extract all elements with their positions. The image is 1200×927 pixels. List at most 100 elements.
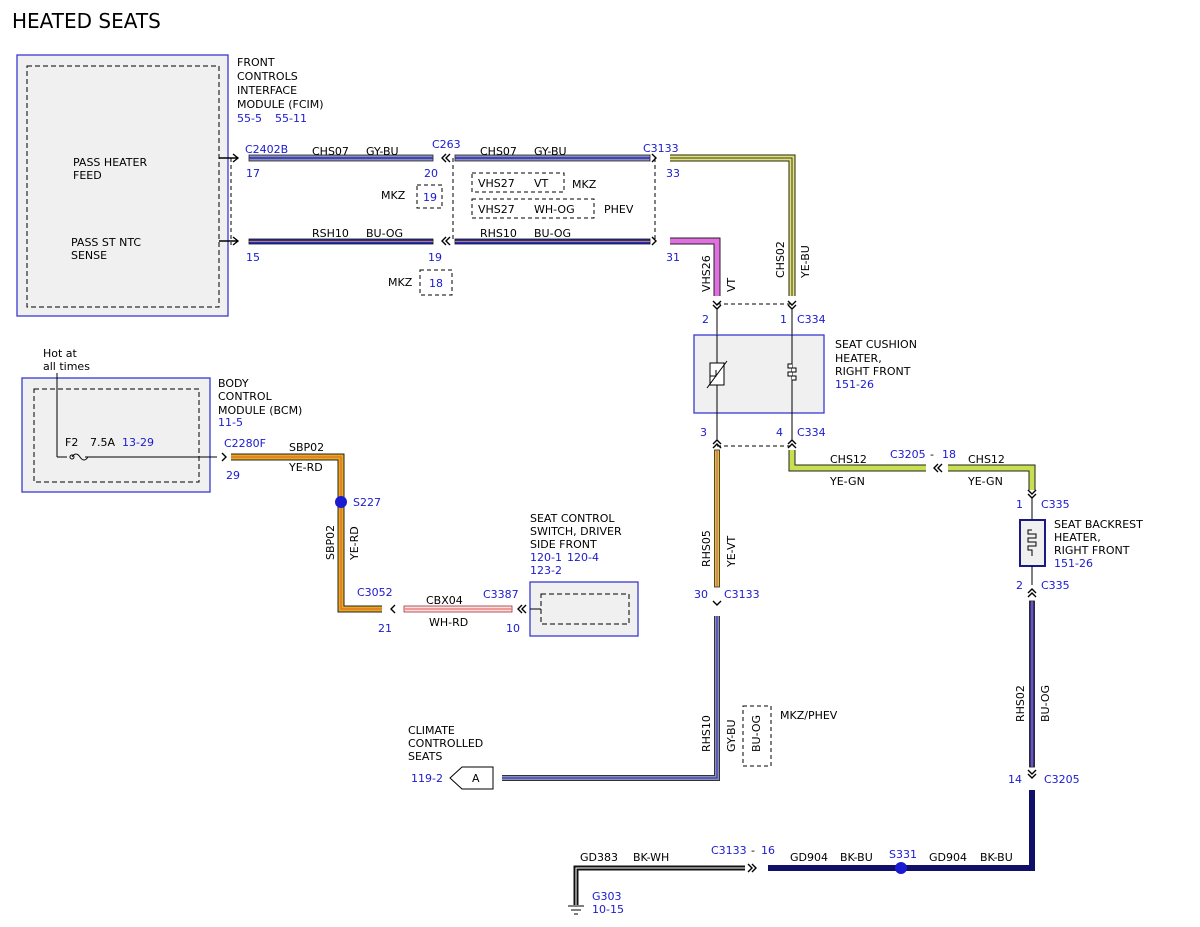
ground-g303[interactable]: G303: [592, 890, 622, 903]
pin-17: 17: [246, 167, 260, 180]
wire-gd904-b-color: BK-BU: [980, 851, 1013, 864]
wire-gd904-a-color: BK-BU: [840, 851, 873, 864]
connector-c3133-top[interactable]: C3133: [643, 142, 679, 155]
option-mkz-c: MKZ: [388, 276, 413, 289]
wire-vhs27-b-color: WH-OG: [534, 203, 575, 216]
bcm-ref[interactable]: 11-5: [218, 416, 243, 429]
cushion-label-1: SEAT CUSHION: [835, 338, 917, 351]
bcm-inner-outline: [33, 388, 200, 483]
option-mkz-a: MKZ: [572, 178, 597, 191]
connector-c3387[interactable]: C3387: [483, 588, 519, 601]
c3133-arrow-30: [712, 600, 722, 606]
option-mkz-phev: MKZ/PHEV: [780, 709, 838, 722]
option-box-bu-og: [742, 705, 772, 767]
c335-arrow-1: [1027, 489, 1037, 499]
pin-10: 10: [506, 622, 520, 635]
connector-c334-bottom[interactable]: C334: [797, 426, 826, 439]
wire-rhs10-b-outline: [502, 616, 720, 781]
fcim-ref-2[interactable]: 55-11: [275, 112, 307, 125]
fcim-pin2-label-2: SENSE: [71, 249, 107, 262]
splice-s331: [895, 862, 907, 874]
pin-18-mkz: 18: [429, 277, 443, 290]
bcm-label-1: BODY: [218, 377, 249, 390]
wire-chs12-a-color: YE-GN: [829, 475, 865, 488]
connector-c335-top[interactable]: C335: [1041, 498, 1070, 511]
c3133-arrow-31: [651, 236, 657, 246]
wire-rhs10-b-color: GY-BU: [725, 719, 738, 752]
fcim-pin1-label-1: PASS HEATER: [73, 156, 147, 169]
climate-ref[interactable]: 119-2: [411, 772, 443, 785]
wire-chs12-b-id: CHS12: [968, 453, 1005, 466]
c3133-arrow-16: [747, 863, 757, 873]
pin-4: 4: [776, 426, 783, 439]
wire-chs02-color: YE-BU: [799, 245, 812, 279]
fuse-ref[interactable]: 13-29: [122, 436, 154, 449]
heater-element-icon: [787, 363, 797, 381]
wire-chs07-b-id: CHS07: [480, 145, 517, 158]
ntc-sensor-slash: [706, 360, 728, 389]
pin-1: 1: [780, 313, 787, 326]
fcim-module-box: [16, 54, 229, 317]
connector-c2280f[interactable]: C2280F: [224, 437, 266, 450]
fcim-ref-1[interactable]: 55-5: [237, 112, 262, 125]
cushion-label-3: RIGHT FRONT: [835, 365, 911, 378]
bcm-label-3: MODULE (BCM): [218, 404, 302, 417]
connector-c334-top[interactable]: C334: [797, 313, 826, 326]
fcim-label-1: FRONT: [237, 56, 275, 69]
pin-20: 20: [424, 167, 438, 180]
splice-s227: [335, 496, 347, 508]
c3205-arrow-14: [1027, 769, 1037, 779]
splice-s227-label[interactable]: S227: [353, 496, 381, 509]
fcim-label-4: MODULE (FCIM): [237, 98, 324, 111]
c2280f-arrow-29: [221, 452, 227, 462]
pin-2-c335: 2: [1016, 579, 1023, 592]
wire-vhs26: [670, 238, 720, 296]
wire-chs12-a-id: CHS12: [830, 453, 867, 466]
wire-rhs05-color: YE-VT: [725, 535, 738, 568]
connector-c3205-bottom[interactable]: C3205: [1044, 773, 1080, 786]
cushion-ref[interactable]: 151-26: [835, 378, 874, 391]
wire-rsh10-color: BU-OG: [366, 227, 403, 240]
backrest-ref[interactable]: 151-26: [1054, 557, 1093, 570]
switch-label-2: SWITCH, DRIVER: [530, 525, 622, 538]
connector-c3205-top[interactable]: C3205: [890, 448, 926, 461]
climate-connector-tag[interactable]: [449, 766, 494, 790]
wire-vhs26-id: VHS26: [700, 255, 713, 292]
connector-c335-bottom[interactable]: C335: [1041, 579, 1070, 592]
wire-chs07-a-id: CHS07: [312, 145, 349, 158]
c334-arrow-4: [787, 439, 797, 449]
c2402b-arrow-17: [219, 153, 240, 163]
wire-rhs10-a-id: RHS10: [480, 227, 517, 240]
wire-chs02-id: CHS02: [774, 241, 787, 278]
wire-sbp02-b-color: YE-RD: [348, 526, 361, 561]
pin-21: 21: [378, 622, 392, 635]
switch-ref-2[interactable]: 120-4: [567, 551, 599, 564]
connector-c263[interactable]: C263: [432, 138, 461, 151]
connector-c3052[interactable]: C3052: [357, 586, 393, 599]
switch-ref-3[interactable]: 123-2: [530, 564, 562, 577]
connector-c3133-mid[interactable]: C3133: [724, 588, 760, 601]
wire-vhs27-b-id: VHS27: [478, 203, 515, 216]
pin-19: 19: [428, 251, 442, 264]
bcm-module-box: [21, 377, 211, 493]
c2402b-arrow-15: [219, 236, 240, 246]
wire-gd383-id: GD383: [580, 851, 618, 864]
connector-c2402b[interactable]: C2402B: [245, 143, 288, 156]
pin-18-c3205: 18: [942, 448, 956, 461]
splice-s331-label[interactable]: S331: [889, 848, 917, 861]
pin-14: 14: [1008, 773, 1022, 786]
wire-gd383-stripe: [575, 867, 745, 905]
wire-rhs10-b-alt-color: BU-OG: [750, 715, 763, 752]
c334-arrow-3: [712, 439, 722, 449]
hot-label-2: all times: [43, 360, 90, 373]
wire-cbx04-color: WH-RD: [429, 616, 468, 629]
connector-c3133-ground[interactable]: C3133: [711, 844, 747, 857]
climate-label-2: CONTROLLED: [408, 737, 483, 750]
wire-vhs26-color: VT: [725, 277, 738, 292]
wire-vhs27-a-id: VHS27: [478, 177, 515, 190]
switch-ref-1[interactable]: 120-1: [530, 551, 562, 564]
ground-g303-ref[interactable]: 10-15: [592, 903, 624, 916]
pin-1-c335: 1: [1016, 498, 1023, 511]
wire-rhs02-id: RHS02: [1014, 685, 1027, 722]
